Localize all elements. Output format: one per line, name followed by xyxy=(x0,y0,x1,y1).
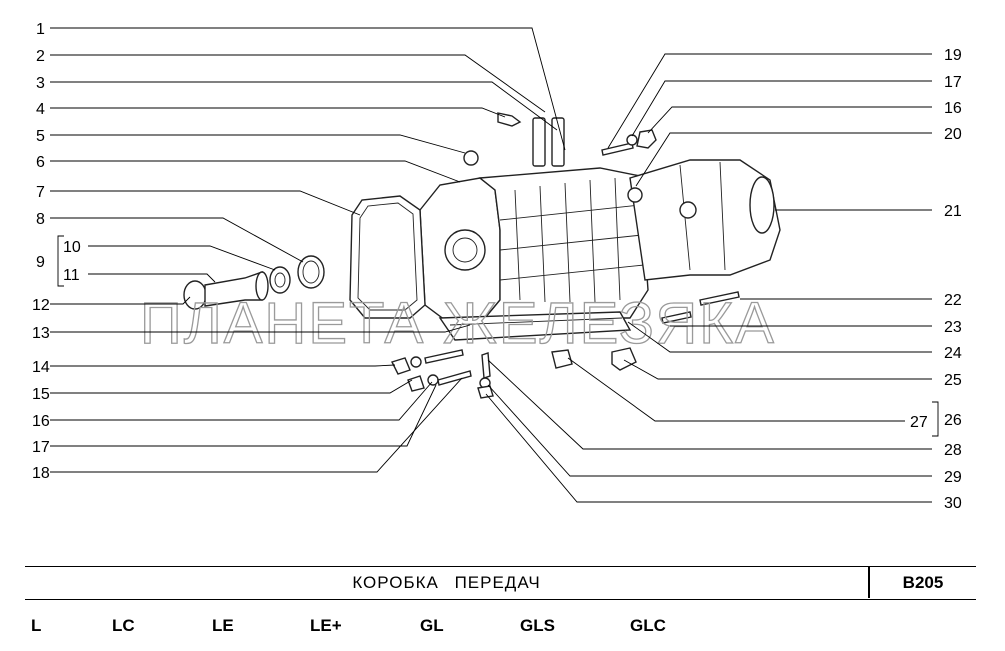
callout-22: 22 xyxy=(944,292,962,309)
callout-8: 8 xyxy=(36,211,45,228)
callout-7: 7 xyxy=(36,184,45,201)
callout-12: 12 xyxy=(32,297,50,314)
callout-29: 29 xyxy=(944,469,962,486)
callout-10: 10 xyxy=(63,239,81,256)
right-callouts: 19 17 16 20 21 22 23 24 25 26 27 28 29 3… xyxy=(910,47,962,512)
variant-glc: GLC xyxy=(630,616,666,635)
callout-3: 3 xyxy=(36,75,45,92)
callout-24: 24 xyxy=(944,345,962,362)
title-block: КОРОБКА ПЕРЕДАЧ B205 xyxy=(25,566,976,600)
page-title: КОРОБКА ПЕРЕДАЧ xyxy=(352,573,541,592)
callout-16-left: 16 xyxy=(32,413,50,430)
callout-25: 25 xyxy=(944,372,962,389)
callout-15: 15 xyxy=(32,386,50,403)
gearbox-housing xyxy=(419,159,781,321)
housing-gasket xyxy=(349,195,426,319)
watermark-text: ПЛАНЕТА ЖЕЛЕЗЯКА xyxy=(140,291,776,356)
callout-17-left: 17 xyxy=(32,439,50,456)
callout-1: 1 xyxy=(36,21,45,38)
callout-11: 11 xyxy=(63,267,80,284)
loose-parts xyxy=(183,112,740,399)
callout-30: 30 xyxy=(944,495,962,512)
title-divider xyxy=(868,567,870,598)
callout-2: 2 xyxy=(36,48,45,65)
callout-6: 6 xyxy=(36,154,45,171)
callout-13: 13 xyxy=(32,325,50,342)
variant-lc: LC xyxy=(112,616,135,635)
callout-23: 23 xyxy=(944,319,962,336)
callout-27: 27 xyxy=(910,414,928,431)
callout-19: 19 xyxy=(944,47,962,64)
page-code: B205 xyxy=(902,573,944,592)
variant-gl: GL xyxy=(420,616,444,635)
model-variants: L LC LE LE+ GL GLS GLC xyxy=(0,612,1005,642)
variant-gls: GLS xyxy=(520,616,555,635)
callout-9: 9 xyxy=(36,254,45,271)
leader-lines xyxy=(50,27,939,503)
callout-5: 5 xyxy=(36,128,45,145)
variant-l: L xyxy=(31,616,42,635)
variant-le: LE xyxy=(212,616,234,635)
exploded-parts-diagram: ПЛАНЕТА ЖЕЛЕЗЯКА xyxy=(32,21,962,512)
callout-26: 26 xyxy=(944,412,962,429)
left-callouts: 1 2 3 4 5 6 7 8 9 10 11 12 13 14 15 16 1… xyxy=(32,21,81,482)
callout-20: 20 xyxy=(944,126,962,143)
callout-18: 18 xyxy=(32,465,50,482)
callout-4: 4 xyxy=(36,101,45,118)
callout-14: 14 xyxy=(32,359,50,376)
callout-21: 21 xyxy=(944,203,962,220)
callout-16-right: 16 xyxy=(944,100,962,117)
callout-28: 28 xyxy=(944,442,962,459)
variant-le-plus: LE+ xyxy=(310,616,342,635)
bottom-cover xyxy=(438,311,632,341)
callout-17-right: 17 xyxy=(944,74,962,91)
